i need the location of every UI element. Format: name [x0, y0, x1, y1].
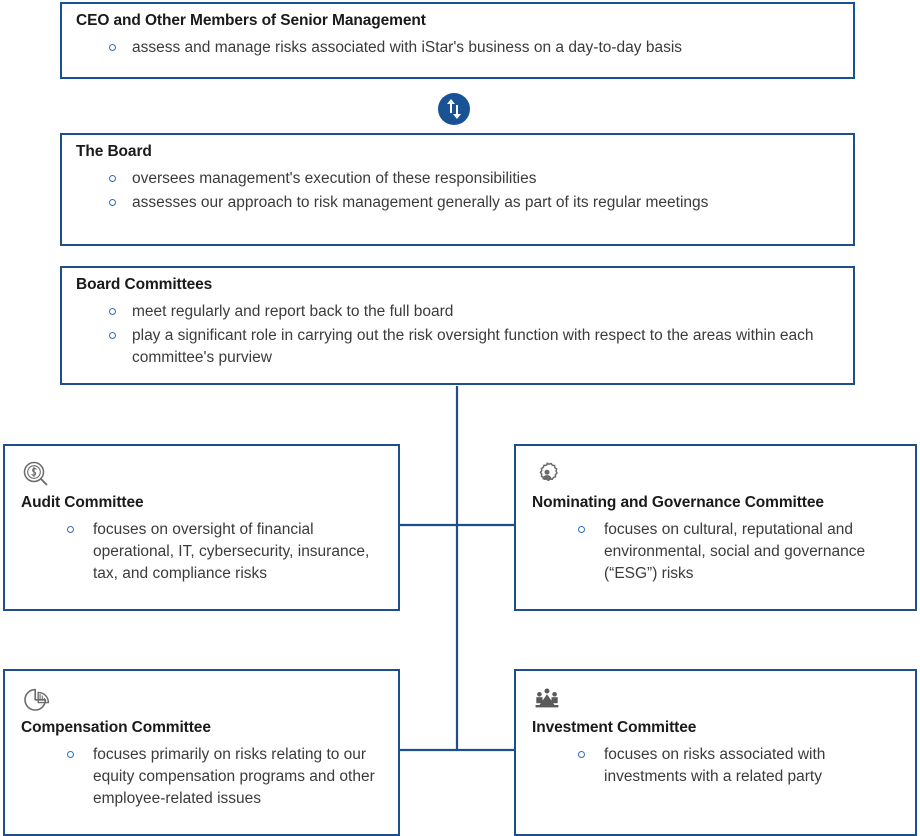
card-nominating-governance-committee: Nominating and Governance Committee focu… [514, 444, 917, 611]
list-item: focuses on risks associated with investm… [532, 744, 901, 788]
board-committees-box-title: Board Committees [76, 276, 213, 293]
board-committees-bullet-list: meet regularly and report back to the fu… [76, 301, 841, 369]
list-item: assesses our approach to risk management… [76, 192, 841, 214]
list-item: focuses on oversight of financial operat… [21, 519, 384, 585]
list-item: assess and manage risks associated with … [76, 37, 841, 59]
compensation-committee-bullet-list: focuses primarily on risks relating to o… [21, 744, 384, 810]
nominating-governance-bullet-list: focuses on cultural, reputational and en… [532, 519, 901, 585]
compensation-committee-title: Compensation Committee [21, 719, 211, 736]
investment-committee-title: Investment Committee [532, 719, 697, 736]
up-down-arrow-icon [437, 92, 471, 126]
card-audit-committee: Audit Committee focuses on oversight of … [3, 444, 400, 611]
card-investment-committee: Investment Committee focuses on risks as… [514, 669, 917, 836]
card-compensation-committee: Compensation Committee focuses primarily… [3, 669, 400, 836]
list-item: focuses on cultural, reputational and en… [532, 519, 901, 585]
board-box-title: The Board [76, 143, 152, 160]
people-group-icon [532, 685, 562, 715]
list-item: focuses primarily on risks relating to o… [21, 744, 384, 810]
ceo-box-title: CEO and Other Members of Senior Manageme… [76, 12, 426, 29]
pie-chart-icon [21, 685, 51, 715]
investment-committee-bullet-list: focuses on risks associated with investm… [532, 744, 901, 788]
list-item: play a significant role in carrying out … [76, 325, 841, 369]
audit-committee-title: Audit Committee [21, 494, 144, 511]
box-board-committees: Board Committees meet regularly and repo… [60, 266, 855, 385]
list-item: oversees management's execution of these… [76, 168, 841, 190]
nominating-governance-committee-title: Nominating and Governance Committee [532, 494, 824, 511]
magnifier-dollar-icon [21, 460, 51, 490]
audit-committee-bullet-list: focuses on oversight of financial operat… [21, 519, 384, 585]
box-ceo-senior-management: CEO and Other Members of Senior Manageme… [60, 2, 855, 79]
board-bullet-list: oversees management's execution of these… [76, 168, 841, 214]
ceo-bullet-list: assess and manage risks associated with … [76, 37, 841, 59]
list-item: meet regularly and report back to the fu… [76, 301, 841, 323]
gear-person-icon [532, 460, 562, 490]
box-the-board: The Board oversees management's executio… [60, 133, 855, 246]
